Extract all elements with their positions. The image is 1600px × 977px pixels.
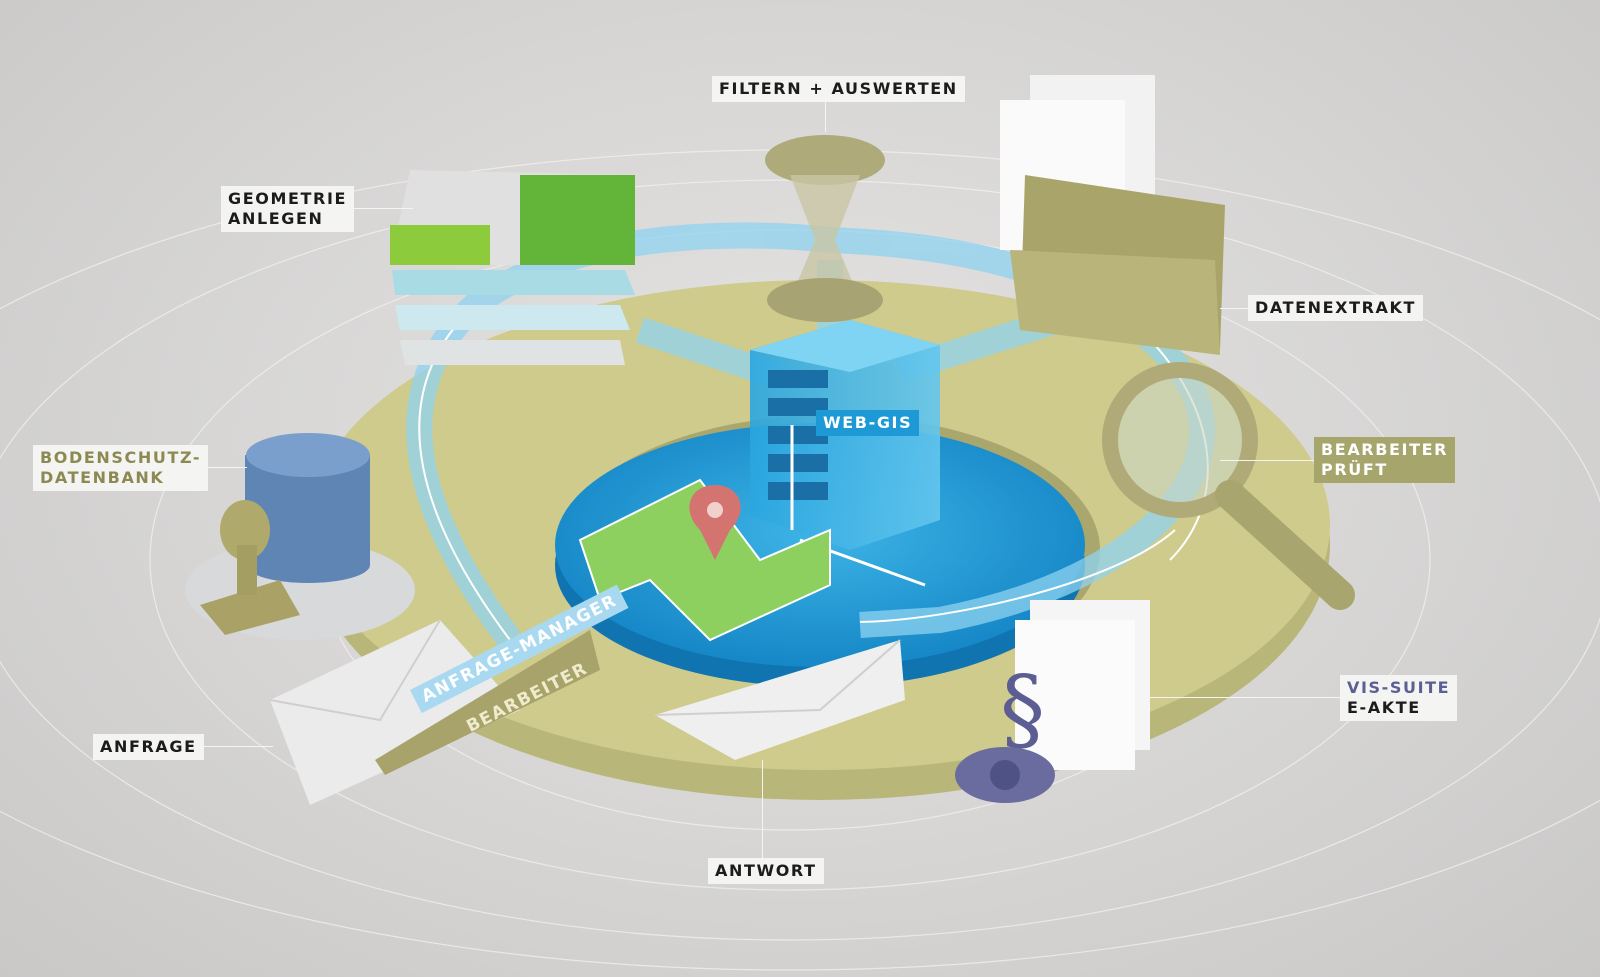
label-text: GEOMETRIE bbox=[228, 189, 348, 208]
leader-line bbox=[343, 208, 413, 209]
label-text: PRÜFT bbox=[1321, 460, 1388, 479]
label-text: E-AKTE bbox=[1347, 698, 1421, 717]
label-text: ANTWORT bbox=[715, 861, 817, 880]
label-text: BEARBEITER bbox=[1321, 440, 1449, 459]
label-text: DATENEXTRAKT bbox=[1255, 298, 1417, 317]
label-text: ANFRAGE bbox=[100, 737, 197, 756]
hourglass-icon bbox=[765, 135, 885, 322]
stamp-icon bbox=[200, 500, 300, 635]
leader-line bbox=[1140, 697, 1340, 698]
leader-line bbox=[825, 102, 826, 132]
label-text: VIS-SUITE bbox=[1347, 678, 1451, 697]
label-text: FILTERN + AUSWERTEN bbox=[719, 79, 958, 98]
label-web-gis: WEB-GIS bbox=[816, 410, 920, 436]
leader-line bbox=[193, 746, 273, 747]
label-text: ANLEGEN bbox=[228, 209, 324, 228]
leader-line bbox=[762, 760, 763, 858]
svg-text:§: § bbox=[1000, 657, 1045, 762]
label-antwort: ANTWORT bbox=[708, 858, 824, 884]
label-filtern-auswerten: FILTERN + AUSWERTEN bbox=[712, 76, 965, 102]
magnifier-icon bbox=[1102, 362, 1355, 610]
leader-line bbox=[1220, 460, 1314, 461]
label-datenextrakt: DATENEXTRAKT bbox=[1248, 295, 1424, 321]
leader-line bbox=[1220, 308, 1248, 309]
leader-line bbox=[202, 467, 247, 468]
label-text: WEB-GIS bbox=[823, 413, 913, 432]
label-anfrage: ANFRAGE bbox=[93, 734, 204, 760]
layers-map-icon bbox=[390, 170, 635, 365]
label-bodenschutz-datenbank: BODENSCHUTZ-DATENBANK bbox=[33, 445, 209, 491]
bearbeiter-block bbox=[375, 630, 600, 775]
folder-documents-icon bbox=[1000, 75, 1225, 355]
paragraph-eye-icon: § bbox=[955, 600, 1150, 803]
label-text: DATENBANK bbox=[40, 468, 165, 487]
label-text: BODENSCHUTZ- bbox=[40, 448, 202, 467]
